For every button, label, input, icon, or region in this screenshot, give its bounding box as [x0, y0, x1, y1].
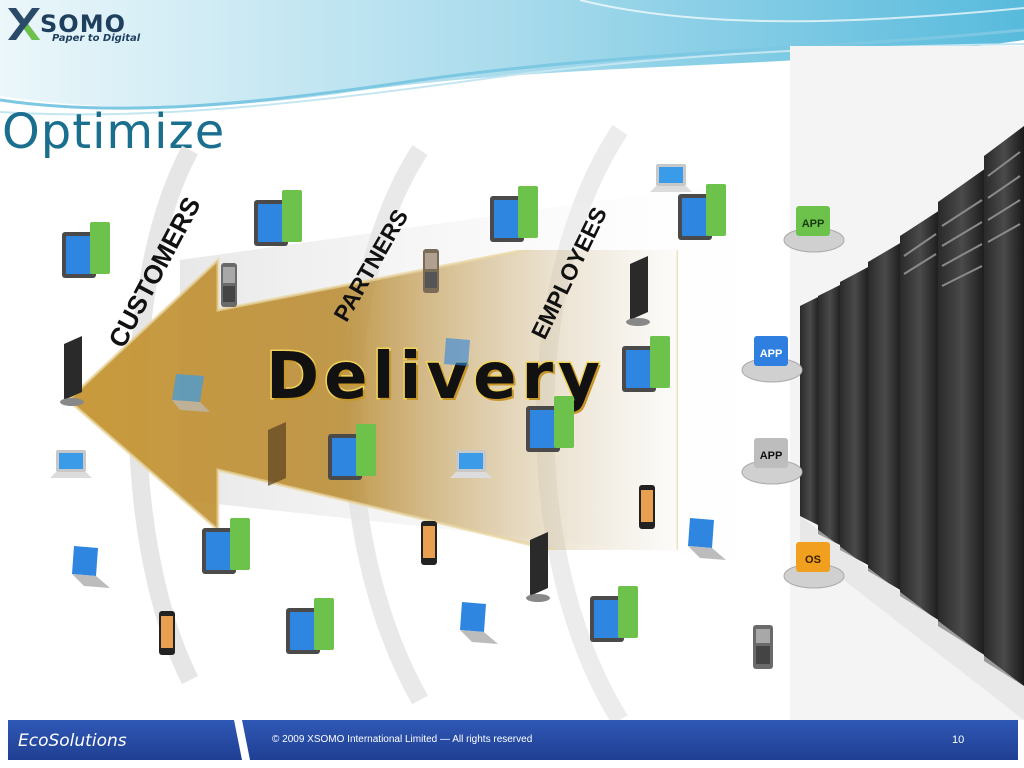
delivery-label: Delivery: [265, 339, 605, 416]
logo-name: SOMO: [40, 10, 126, 38]
footer-copyright: © 2009 XSOMO International Limited — All…: [272, 734, 533, 745]
smartphone-icon: [421, 521, 437, 565]
laptop-icon: [72, 546, 110, 588]
stack-label: OS: [805, 554, 821, 566]
thin-client-icon: [268, 422, 286, 486]
thin-client-icon: [60, 336, 84, 406]
smartphone-icon: [423, 249, 439, 293]
laptop-icon: [50, 450, 92, 478]
stack-label: APP: [760, 450, 783, 462]
laptop-icon: [444, 338, 470, 366]
smartphone-icon: [753, 625, 773, 669]
app-cube-icon: APP: [741, 336, 803, 383]
stack-label: APP: [760, 348, 783, 360]
footer-brand: EcoSolutions: [18, 731, 127, 751]
xsomo-logo-icon: [8, 8, 40, 40]
logo-tagline: Paper to Digital: [52, 33, 141, 44]
desktop-pc-icon: [526, 396, 574, 452]
laptop-icon: [172, 374, 210, 412]
stack-label: APP: [802, 218, 825, 230]
smartphone-icon: [159, 611, 175, 655]
desktop-pc-icon: [202, 518, 250, 574]
smartphone-icon: [221, 263, 237, 307]
desktop-pc-icon: [286, 598, 334, 654]
desktop-pc-icon: [328, 424, 376, 480]
desktop-pc-icon: [678, 184, 726, 240]
laptop-icon: [650, 164, 692, 192]
desktop-pc-icon: [254, 190, 302, 246]
app-cube-icon: APP: [741, 438, 803, 485]
laptop-icon: [688, 518, 726, 560]
smartphone-icon: [639, 485, 655, 529]
desktop-pc-icon: [590, 586, 638, 642]
laptop-icon: [460, 602, 498, 644]
app-cube-icon: OS: [783, 542, 845, 589]
desktop-pc-icon: [62, 222, 110, 278]
laptop-icon: [450, 450, 492, 478]
app-cube-icon: APP: [783, 206, 845, 253]
thin-client-icon: [526, 532, 550, 602]
footer-bar: [8, 720, 1018, 760]
delivery-arrow: [65, 250, 678, 550]
server-rack-icon: [790, 46, 1024, 720]
desktop-pc-icon: [490, 186, 538, 242]
footer-divider: [234, 720, 250, 760]
thin-client-icon: [626, 256, 650, 326]
page-number: 10: [952, 734, 965, 746]
desktop-pc-icon: [622, 336, 670, 392]
